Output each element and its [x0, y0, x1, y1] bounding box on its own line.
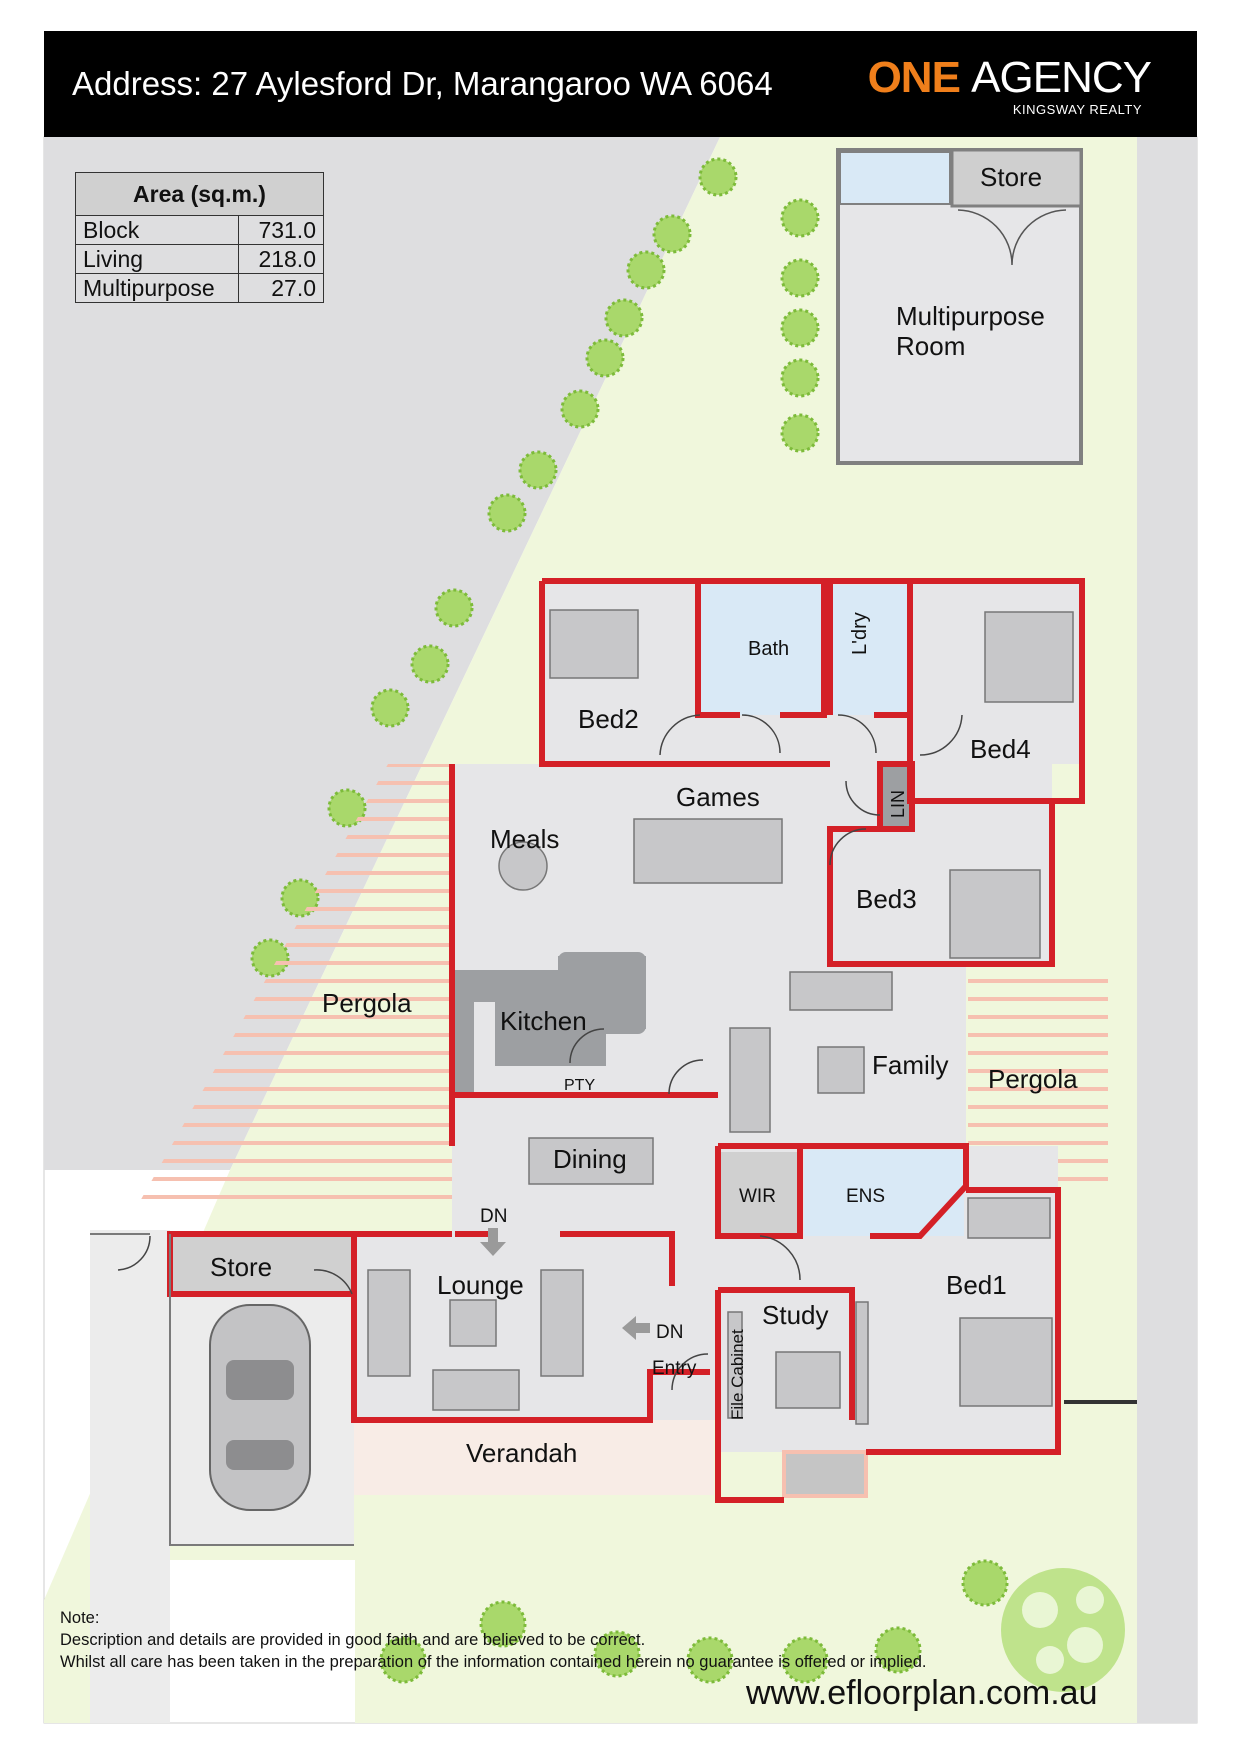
address: Address: 27 Aylesford Dr, Marangaroo WA … — [72, 65, 773, 102]
label-wir: WIR — [739, 1186, 776, 1207]
furniture — [367, 609, 1074, 1425]
down-arrow-icon — [480, 1228, 506, 1256]
label-family: Family — [872, 1050, 949, 1080]
road-left — [44, 137, 720, 1170]
label-bed2: Bed2 — [578, 704, 639, 734]
disclaimer-note: Note: Description and details are provid… — [60, 1607, 926, 1673]
label-bath: Bath — [748, 638, 789, 660]
label-dining: Dining — [553, 1144, 627, 1174]
label-pergola-left: Pergola — [322, 988, 412, 1018]
door-swings — [117, 714, 963, 1391]
house-walls — [167, 578, 1085, 1503]
double-door — [957, 209, 1067, 266]
window-seat — [782, 1450, 868, 1498]
label-meals: Meals — [490, 824, 559, 854]
note-title: Note: — [60, 1609, 100, 1627]
brand-subtitle: KINGSWAY REALTY — [1012, 102, 1142, 117]
label-lin: LIN — [888, 790, 908, 818]
tree-row — [250, 157, 1009, 1684]
store-top-area — [950, 148, 1083, 208]
label-store-left: Store — [210, 1252, 272, 1282]
label-entry: Entry — [652, 1358, 697, 1379]
driveway — [90, 1230, 170, 1723]
label-store-top: Store — [980, 162, 1042, 192]
label-dn-1: DN — [480, 1206, 507, 1227]
step-down-arrows — [480, 1228, 650, 1340]
room-labels: Store Multipurpose Room Bath L'dry Bed2 … — [210, 162, 1078, 1468]
house-walls-grey — [90, 1233, 1137, 1546]
note-line-2: Whilst all care has been taken in the pr… — [60, 1653, 927, 1671]
label-bed3: Bed3 — [856, 884, 917, 914]
large-tree — [1001, 1568, 1125, 1692]
label-verandah: Verandah — [466, 1438, 577, 1468]
label-pergola-right: Pergola — [988, 1064, 1078, 1094]
label-kitchen: Kitchen — [500, 1006, 587, 1036]
label-lounge: Lounge — [437, 1270, 524, 1300]
label-multipurpose-1: Multipurpose — [896, 301, 1045, 331]
wir-area — [718, 1152, 800, 1238]
label-dn-2: DN — [656, 1322, 683, 1343]
left-arrow-icon — [622, 1316, 650, 1340]
brand-logo: ONE AGENCY — [867, 53, 1152, 102]
label-study: Study — [762, 1300, 829, 1330]
label-bed4: Bed4 — [970, 734, 1031, 764]
label-pty: PTY — [564, 1077, 595, 1094]
label-laundry: L'dry — [849, 612, 871, 655]
car-icon — [209, 1304, 311, 1511]
label-multipurpose-2: Room — [896, 331, 965, 361]
road-right — [1137, 137, 1197, 1723]
label-games: Games — [676, 782, 760, 812]
pergola-left-area — [135, 764, 452, 1210]
label-file-cabinet: File Cabinet — [728, 1329, 747, 1420]
area-table-heading: Area (sq.m.) — [75, 172, 324, 216]
kitchen-counters — [452, 952, 646, 1095]
label-bed1: Bed1 — [946, 1270, 1007, 1300]
header-bar: Address: 27 Aylesford Dr, Marangaroo WA … — [44, 31, 1197, 137]
wet-areas — [700, 585, 964, 1236]
website-link[interactable]: www.efloorplan.com.au — [746, 1674, 1098, 1712]
label-ens: ENS — [846, 1186, 885, 1207]
multipurpose-wc — [839, 151, 951, 205]
verandah-area — [354, 1420, 714, 1495]
note-line-1: Description and details are provided in … — [60, 1631, 646, 1649]
lin-cupboard — [880, 764, 912, 829]
